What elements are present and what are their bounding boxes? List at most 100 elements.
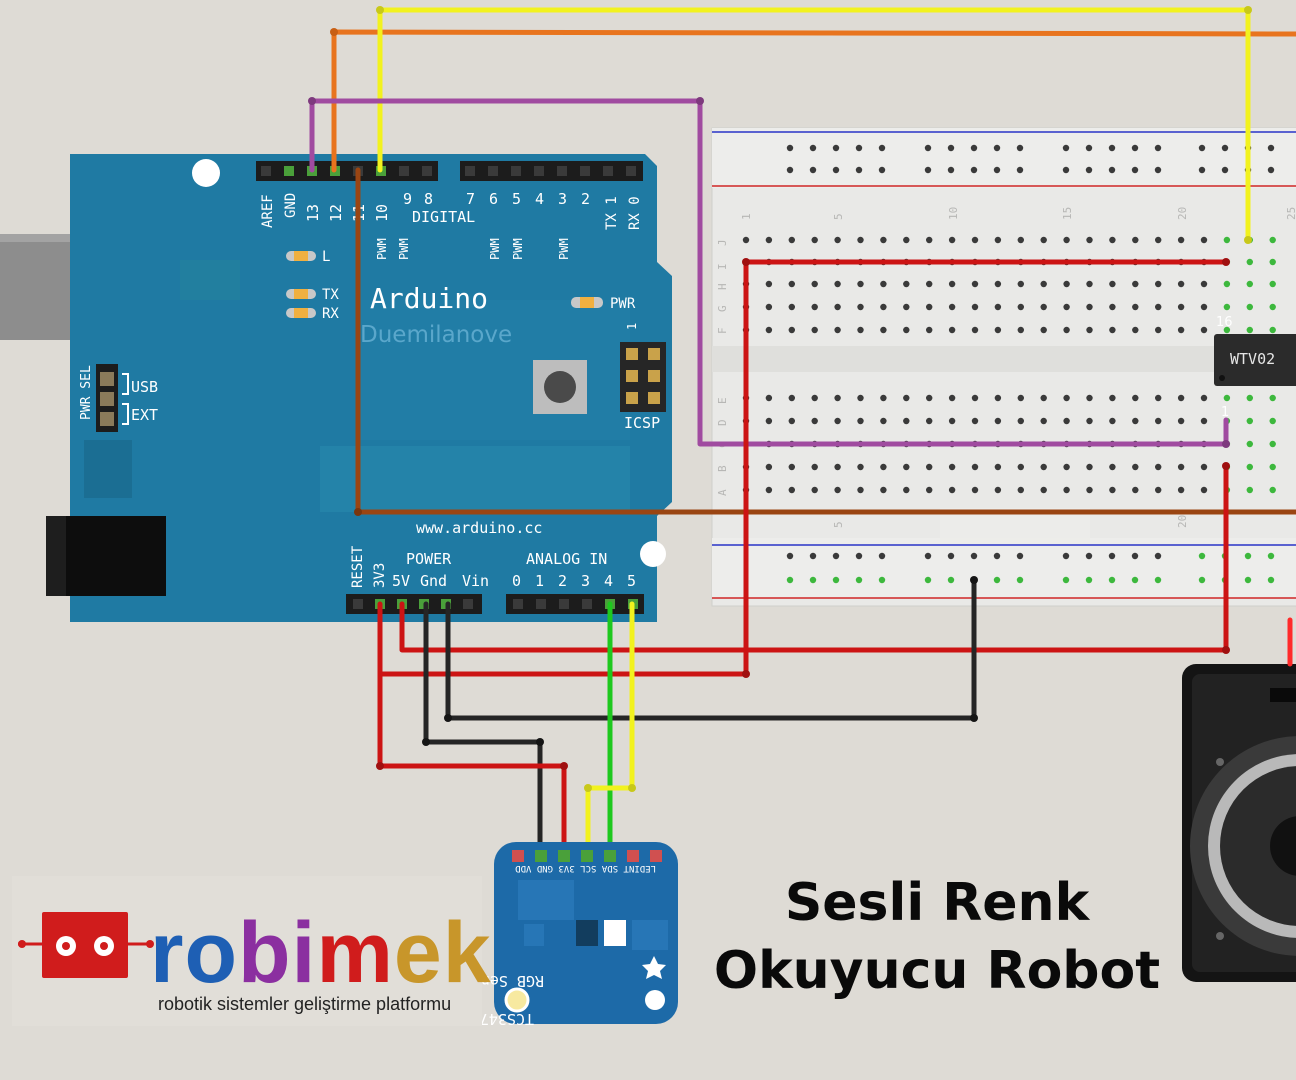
breadboard-hole[interactable] (926, 303, 933, 311)
rail-hole[interactable] (1154, 166, 1162, 174)
breadboard-hole[interactable] (1269, 440, 1276, 448)
breadboard-hole[interactable] (1063, 417, 1070, 425)
breadboard-hole[interactable] (811, 280, 818, 288)
rail-hole[interactable] (1154, 552, 1162, 560)
breadboard-hole[interactable] (1017, 463, 1024, 471)
breadboard-hole[interactable] (1269, 463, 1276, 471)
breadboard-hole[interactable] (1155, 417, 1162, 425)
rail-hole[interactable] (993, 144, 1001, 152)
breadboard-hole[interactable] (1223, 394, 1231, 402)
breadboard-hole[interactable] (1040, 486, 1047, 494)
rail-hole[interactable] (1221, 144, 1229, 152)
breadboard-hole[interactable] (948, 463, 956, 471)
rail-hole[interactable] (1016, 552, 1024, 560)
rail-hole[interactable] (878, 166, 886, 174)
breadboard-hole[interactable] (765, 236, 773, 244)
breadboard-hole[interactable] (788, 417, 795, 425)
rail-hole[interactable] (786, 552, 794, 560)
breadboard-hole[interactable] (1269, 417, 1276, 425)
breadboard-hole[interactable] (811, 303, 818, 311)
breadboard-hole[interactable] (880, 326, 887, 334)
rail-hole[interactable] (1267, 576, 1275, 584)
breadboard-hole[interactable] (1177, 236, 1185, 244)
breadboard-hole[interactable] (1246, 486, 1254, 494)
breadboard-hole[interactable] (1040, 326, 1047, 334)
breadboard-hole[interactable] (1200, 326, 1208, 334)
breadboard-hole[interactable] (1200, 463, 1208, 471)
breadboard-hole[interactable] (903, 236, 910, 244)
rail-hole[interactable] (878, 144, 886, 152)
breadboard-hole[interactable] (1109, 236, 1116, 244)
breadboard-hole[interactable] (948, 303, 956, 311)
rail-hole[interactable] (970, 144, 978, 152)
breadboard-hole[interactable] (1246, 394, 1254, 402)
breadboard-hole[interactable] (1155, 486, 1162, 494)
header-pin[interactable] (488, 166, 498, 176)
breadboard-hole[interactable] (994, 280, 1002, 288)
breadboard-hole[interactable] (1155, 236, 1162, 244)
breadboard-hole[interactable] (1063, 236, 1070, 244)
rail-hole[interactable] (1062, 576, 1070, 584)
breadboard-hole[interactable] (811, 394, 818, 402)
header-pin[interactable] (582, 599, 592, 609)
breadboard-hole[interactable] (1132, 280, 1139, 288)
rail-hole[interactable] (947, 166, 955, 174)
rail-hole[interactable] (947, 552, 955, 560)
rail-hole[interactable] (1108, 166, 1116, 174)
breadboard-hole[interactable] (994, 417, 1002, 425)
breadboard-hole[interactable] (948, 486, 956, 494)
header-pin[interactable] (557, 166, 567, 176)
breadboard-hole[interactable] (857, 394, 864, 402)
breadboard-hole[interactable] (857, 326, 864, 334)
rail-hole[interactable] (855, 576, 863, 584)
rail-hole[interactable] (1267, 552, 1275, 560)
breadboard-hole[interactable] (1155, 394, 1162, 402)
rail-hole[interactable] (1085, 166, 1093, 174)
breadboard-hole[interactable] (1063, 486, 1070, 494)
rail-hole[interactable] (1244, 576, 1252, 584)
breadboard-hole[interactable] (765, 486, 773, 494)
breadboard-hole[interactable] (880, 236, 887, 244)
breadboard-hole[interactable] (1040, 280, 1047, 288)
breadboard-hole[interactable] (765, 280, 773, 288)
header-pin[interactable] (580, 166, 590, 176)
header-pin[interactable] (261, 166, 271, 176)
reset-button-cap[interactable] (544, 371, 576, 403)
breadboard-hole[interactable] (948, 417, 956, 425)
breadboard-hole[interactable] (903, 280, 910, 288)
rail-hole[interactable] (1085, 144, 1093, 152)
breadboard-hole[interactable] (788, 486, 795, 494)
breadboard-hole[interactable] (948, 236, 956, 244)
rail-hole[interactable] (1062, 552, 1070, 560)
breadboard-hole[interactable] (1086, 303, 1093, 311)
breadboard-hole[interactable] (1017, 326, 1024, 334)
rail-hole[interactable] (832, 166, 840, 174)
breadboard-hole[interactable] (788, 280, 795, 288)
rail-hole[interactable] (1221, 166, 1229, 174)
breadboard-hole[interactable] (880, 303, 887, 311)
breadboard-hole[interactable] (1269, 394, 1276, 402)
breadboard-hole[interactable] (1246, 417, 1254, 425)
breadboard-hole[interactable] (857, 463, 864, 471)
breadboard-hole[interactable] (834, 417, 841, 425)
breadboard-hole[interactable] (903, 394, 910, 402)
rail-hole[interactable] (947, 576, 955, 584)
breadboard-hole[interactable] (834, 463, 841, 471)
breadboard-hole[interactable] (765, 394, 773, 402)
breadboard-hole[interactable] (834, 394, 841, 402)
rail-hole[interactable] (1131, 144, 1139, 152)
breadboard-hole[interactable] (1246, 280, 1254, 288)
breadboard-hole[interactable] (834, 303, 841, 311)
breadboard-hole[interactable] (903, 417, 910, 425)
rail-hole[interactable] (970, 552, 978, 560)
breadboard-hole[interactable] (1269, 236, 1276, 244)
breadboard-hole[interactable] (1109, 280, 1116, 288)
breadboard-hole[interactable] (1109, 463, 1116, 471)
breadboard-hole[interactable] (971, 236, 979, 244)
breadboard-hole[interactable] (765, 326, 773, 334)
breadboard-hole[interactable] (1246, 326, 1254, 334)
breadboard-hole[interactable] (1223, 303, 1231, 311)
breadboard-hole[interactable] (857, 486, 864, 494)
rail-hole[interactable] (1016, 576, 1024, 584)
breadboard-hole[interactable] (1200, 394, 1208, 402)
